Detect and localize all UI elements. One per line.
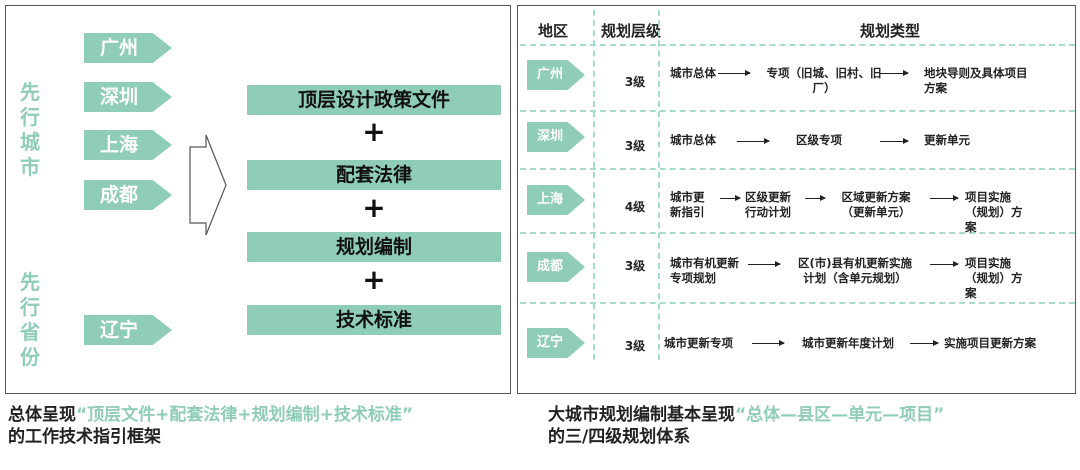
step: 更新单元: [924, 133, 970, 147]
divider: [520, 232, 1075, 234]
step: 城市有机更新专项规划: [670, 256, 739, 285]
arrow-icon: [720, 195, 741, 201]
province-tag: 辽宁: [84, 315, 172, 345]
arrow-icon: [805, 195, 826, 201]
level: 4级: [624, 200, 646, 214]
framework-item: 技术标准: [247, 305, 501, 335]
divider: [520, 110, 1075, 112]
header-region: 地区: [538, 22, 569, 40]
city-tag: 深圳: [84, 82, 172, 112]
arrow-icon: [880, 70, 909, 76]
step: 地块导则及具体项目方案: [924, 66, 1028, 95]
right-caption: 大城市规划编制基本呈现“总体—县区—单元—项目” 的三/四级规划体系: [548, 404, 1078, 448]
divider: [520, 44, 1075, 46]
framework-item: 顶层设计政策文件: [247, 85, 501, 115]
city-tag: 成都: [84, 180, 172, 210]
step: 城市总体: [670, 133, 716, 147]
caption-highlight: “总体—县区—单元—项目”: [735, 405, 945, 425]
arrow-icon: [930, 195, 959, 201]
plus-icon: +: [362, 263, 386, 296]
step: 区级专项: [796, 133, 842, 147]
arrow-icon: [737, 138, 770, 144]
step: 城市更新指引: [670, 190, 705, 219]
plus-icon: +: [362, 191, 386, 224]
level: 3级: [624, 259, 646, 273]
header-level: 规划层级: [601, 22, 662, 40]
divider: [593, 10, 595, 360]
caption-highlight: “顶层文件+配套法律+规划编制+技术标准”: [76, 405, 414, 425]
step: 项目实施（规划）方案: [965, 256, 1023, 300]
caption-text: 的三/四级规划体系: [548, 427, 691, 447]
caption-text: 大城市规划编制基本呈现: [548, 405, 735, 425]
arrow-icon: [910, 340, 939, 346]
arrow-icon: [752, 340, 785, 346]
divider: [520, 168, 1075, 170]
divider: [658, 10, 660, 360]
arrow-icon: [718, 70, 751, 76]
step: 实施项目更新方案: [944, 336, 1036, 350]
step: 城市更新年度计划: [802, 336, 894, 350]
level: 3级: [624, 75, 646, 89]
step: 项目实施（规划）方案: [965, 190, 1023, 234]
step: 区级更新行动计划: [745, 190, 791, 219]
arrow-icon: [880, 138, 909, 144]
arrow-icon: [748, 261, 781, 267]
level: 3级: [624, 139, 646, 153]
step: 专项（旧城、旧村、旧厂）: [766, 66, 882, 95]
chevron-arrow-icon: [189, 134, 227, 236]
divider: [520, 302, 1075, 304]
step: 区(市)县有机更新实施计划（含单元规划）: [797, 256, 912, 285]
framework-item: 配套法律: [247, 160, 501, 190]
framework-panel: [5, 5, 511, 394]
pioneer-cities-label: 先行城市: [20, 80, 40, 179]
header-type: 规划类型: [860, 22, 921, 40]
step: 城市更新专项: [664, 336, 733, 350]
arrow-icon: [930, 261, 959, 267]
level: 3级: [624, 339, 646, 353]
plus-icon: +: [362, 115, 386, 148]
left-caption: 总体呈现“顶层文件+配套法律+规划编制+技术标准” 的工作技术指引框架: [8, 404, 528, 448]
framework-item: 规划编制: [247, 232, 501, 262]
step: 城市总体: [670, 66, 716, 80]
step: 区域更新方案（更新单元）: [841, 190, 911, 219]
pioneer-province-label: 先行省份: [20, 270, 40, 369]
city-tag: 广州: [84, 33, 172, 63]
caption-text: 总体呈现: [8, 405, 76, 425]
city-tag: 上海: [84, 130, 172, 160]
planning-table-panel: [517, 5, 1076, 394]
caption-text: 的工作技术指引框架: [8, 427, 161, 447]
